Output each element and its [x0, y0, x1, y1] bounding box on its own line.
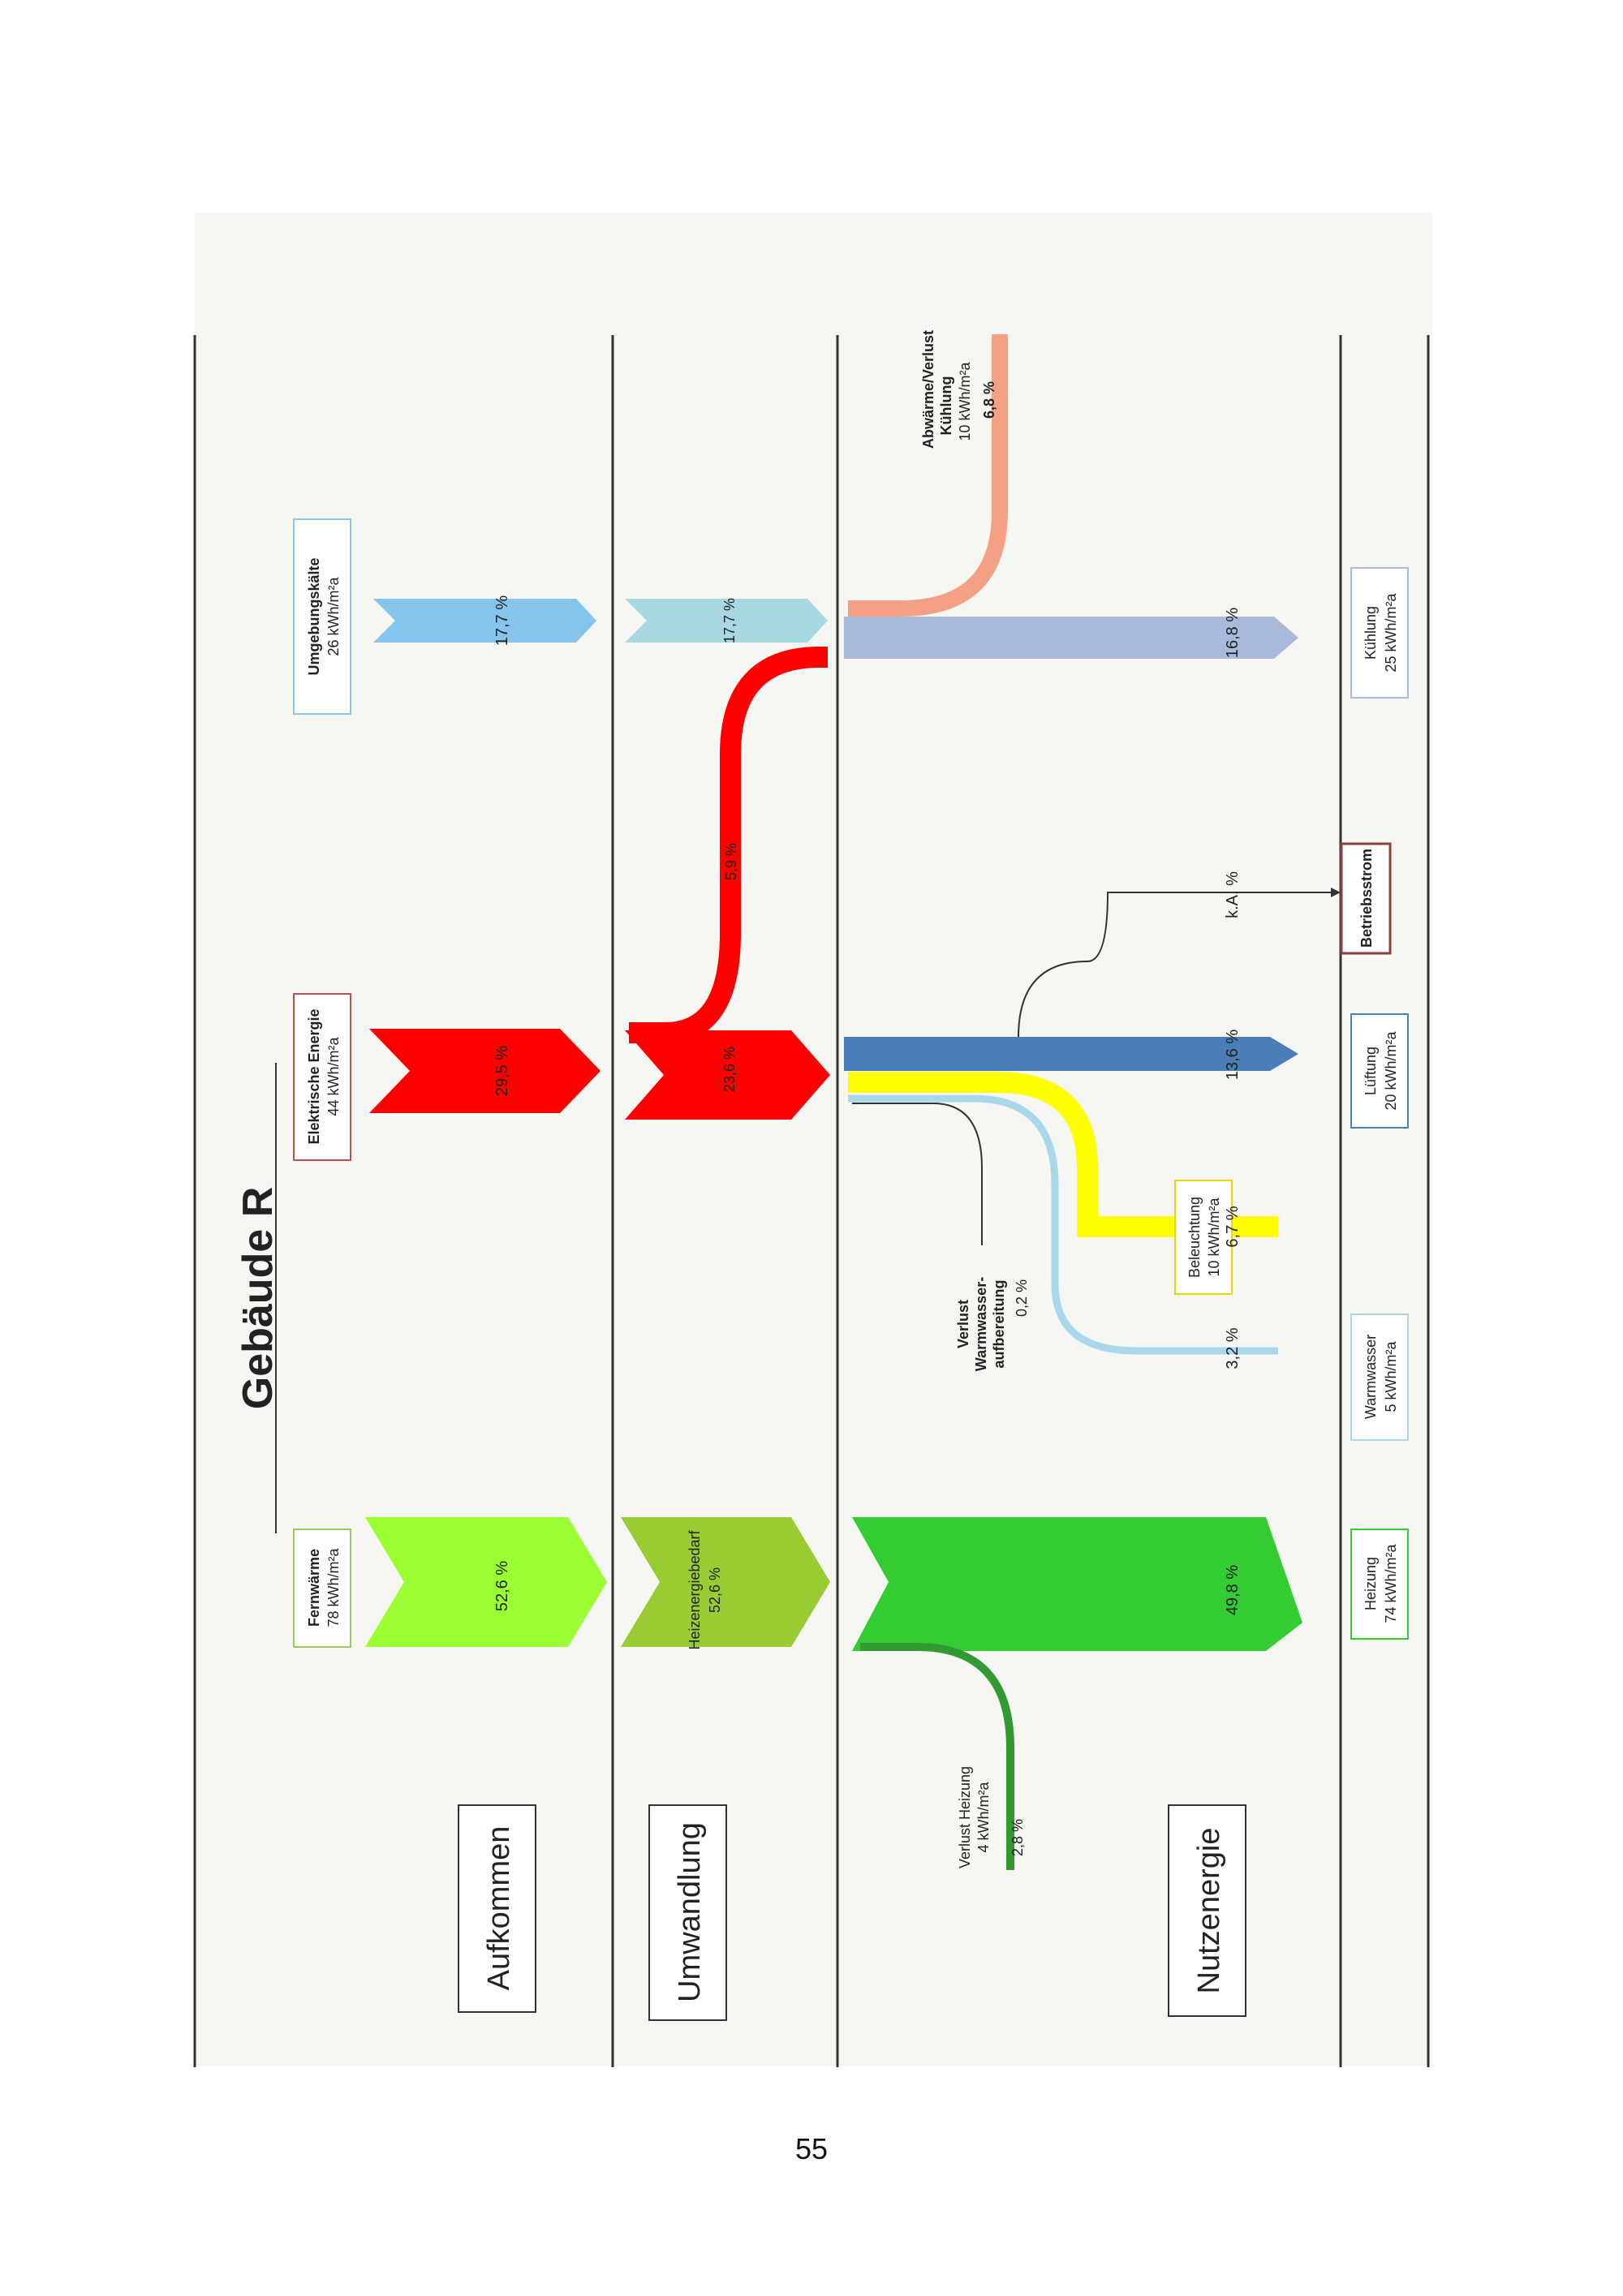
heizenergiebedarf-label: Heizenergiebedarf: [687, 1529, 703, 1649]
elektro-kuehlung-flow: [629, 647, 828, 1043]
kaelte-umwandlung-percent: 17,7 %: [721, 598, 738, 643]
diagram-background: [195, 213, 1432, 2066]
warmwasser-value: 5 kWh/m²a: [1383, 1341, 1399, 1412]
kuehlung-arrow-tail: [844, 617, 867, 659]
verlust-warmwasser-line3: aufbereitung: [991, 1279, 1007, 1368]
fernwaerme-name: Fernwärme: [306, 1549, 322, 1627]
verlust-heizung-percent: 2,8 %: [1010, 1819, 1026, 1856]
lueftung-arrow-tail: [844, 1037, 870, 1071]
betriebsstrom-name: Betriebsstrom: [1358, 849, 1375, 948]
kuehlung-box: [1350, 567, 1409, 699]
kaelte-umwandlung-arrow: [625, 599, 828, 643]
beleuchtung-flow: [848, 1072, 1278, 1237]
verlust-heizung-flow: [860, 1643, 1014, 1870]
lueftung-name: Lüftung: [1363, 1047, 1379, 1095]
warmwasser-name: Warmwasser: [1363, 1335, 1379, 1419]
heizung-name: Heizung: [1363, 1557, 1379, 1610]
beleuchtung-box: [1174, 1180, 1233, 1295]
kuehlung-name: Kühlung: [1363, 606, 1379, 660]
heizung-box: [1350, 1529, 1409, 1640]
umgebungskaelte-name: Umgebungskälte: [306, 557, 322, 675]
lueftung-arrow-head: [1270, 1037, 1298, 1071]
fernwaerme-aufkommen-percent: 52,6 %: [493, 1561, 511, 1611]
warmwasser-percent: 3,2 %: [1224, 1327, 1242, 1369]
abwaerme-percent: 6,8 %: [981, 381, 997, 419]
lueftung-box: [1350, 1013, 1409, 1129]
stage-label-umwandlung: Umwandlung: [673, 1822, 707, 2002]
kuehlung-percent: 16,8 %: [1224, 608, 1242, 658]
abwaerme-line2: Kühlung: [938, 376, 954, 436]
elektro-kuehlung-percent: 5,9 %: [723, 843, 739, 880]
elektro-umwandlung-percent: 23,6 %: [721, 1047, 738, 1092]
elektro-aufkommen-percent: 29,5 %: [493, 1046, 511, 1096]
warmwasser-box: [1350, 1314, 1409, 1441]
abwaerme-line1: Abwärme/Verlust: [920, 330, 936, 449]
lueftung-flow: [844, 1037, 1270, 1071]
elektrische-energie-name: Elektrische Energie: [306, 1008, 322, 1144]
beleuchtung-name: Beleuchtung: [1186, 1197, 1203, 1278]
beleuchtung-percent: 6,7 %: [1224, 1206, 1242, 1247]
aufkommen-box: [458, 1804, 536, 2013]
kuehlung-flow: [844, 617, 1274, 659]
elektrische-energie-value: 44 kWh/m²a: [325, 1037, 342, 1116]
abwaerme-flow: [848, 334, 1008, 617]
lueftung-percent: 13,6 %: [1224, 1030, 1242, 1080]
verlust-warmwasser-line: [852, 1103, 983, 1245]
fernwaerme-aufkommen-arrow: [365, 1517, 607, 1647]
lueftung-value: 20 kWh/m²a: [1383, 1031, 1399, 1111]
betriebsstrom-box: [1340, 842, 1392, 955]
page-number: 55: [794, 2132, 829, 2165]
diagram-title: Gebäude R: [235, 1187, 282, 1410]
fernwaerme-value: 78 kWh/m²a: [325, 1548, 342, 1627]
heizenergiebedarf-percent: 52,6 %: [707, 1567, 723, 1613]
betriebsstrom-percent: k.A. %: [1224, 871, 1242, 918]
verlust-warmwasser-line1: Verlust: [955, 1300, 971, 1348]
kuehlung-value: 25 kWh/m²a: [1383, 593, 1399, 673]
verlust-heizung-line2: 4 kWh/m²a: [975, 1782, 992, 1853]
verlust-warmwasser-percent: 0,2 %: [1014, 1279, 1030, 1317]
betriebsstrom-arrowhead: [1331, 888, 1341, 897]
verlust-heizung-line1: Verlust Heizung: [957, 1766, 973, 1868]
heizung-percent: 49,8 %: [1224, 1565, 1242, 1615]
nutzenergie-box: [1168, 1804, 1246, 2017]
warmwasser-flow: [848, 1094, 1278, 1355]
abwaerme-line3: 10 kWh/m²a: [957, 362, 973, 441]
umwandlung-box: [648, 1804, 727, 2021]
heizung-arrow: [852, 1517, 1302, 1651]
elektro-aufkommen-arrow: [369, 1029, 601, 1113]
beleuchtung-value: 10 kWh/m²a: [1206, 1197, 1222, 1277]
elektrische-energie-box: [293, 993, 351, 1161]
kaelte-aufkommen-percent: 17,7 %: [493, 595, 511, 646]
umgebungskaelte-box: [293, 518, 351, 715]
kuehlung-arrow-head: [1274, 617, 1298, 659]
heizenergiebedarf-arrow: [621, 1517, 830, 1647]
kaelte-aufkommen-arrow: [373, 599, 596, 643]
betriebsstrom-line: [1018, 892, 1331, 1038]
stage-label-aufkommen: Aufkommen: [482, 1826, 516, 1991]
fernwaerme-box: [293, 1529, 351, 1648]
verlust-warmwasser-line2: Warmwasser-: [973, 1277, 989, 1371]
stage-label-nutzenergie: Nutzenergie: [1192, 1828, 1226, 1994]
umgebungskaelte-value: 26 kWh/m²a: [325, 577, 342, 656]
elektro-umwandlung-arrow: [625, 1030, 830, 1120]
heizung-value: 74 kWh/m²a: [1383, 1544, 1399, 1623]
